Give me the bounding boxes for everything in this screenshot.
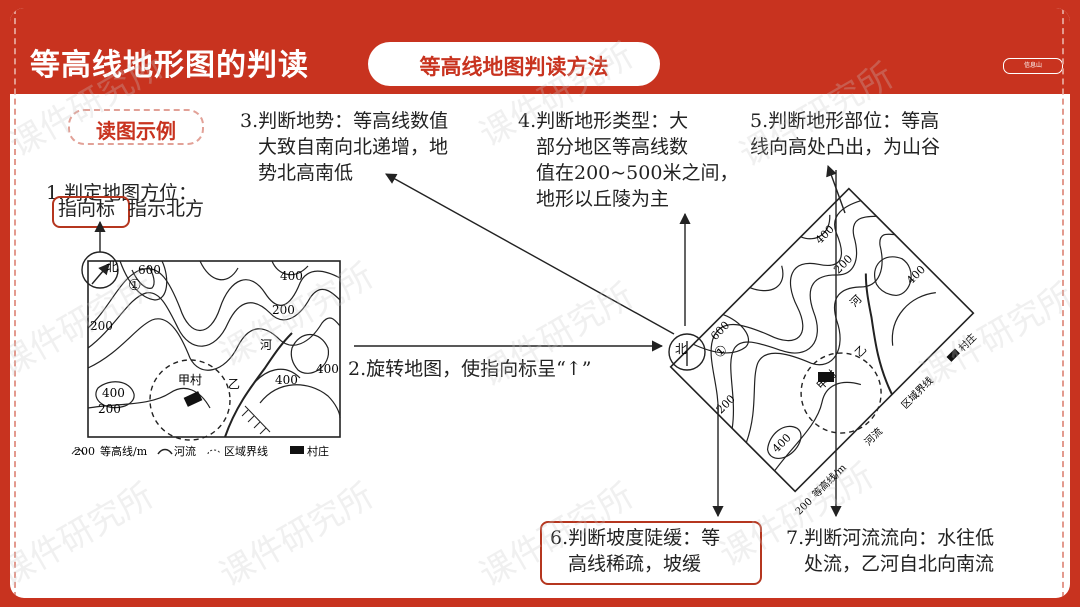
left-map-frame — [87, 260, 341, 438]
region-boundary — [149, 359, 231, 441]
river-line — [224, 332, 293, 438]
example-label-text: 读图示例 — [96, 119, 176, 143]
village-marker — [183, 391, 203, 407]
arrow-step3 — [385, 173, 675, 335]
step3-line3: 势北高南低 — [258, 162, 354, 184]
label-400-b: 400 — [316, 362, 339, 376]
left-stitch — [14, 8, 20, 598]
step7-line2: 处流，乙河自北向南流 — [804, 553, 995, 575]
legend-contour-value: 200 — [74, 445, 95, 458]
label-200-b: 200 — [90, 319, 113, 333]
page-title: 等高线地形图的判读 — [30, 48, 309, 83]
arrows — [94, 164, 846, 518]
example-label: 读图示例 — [68, 109, 204, 145]
label-400-a: 400 — [280, 269, 303, 283]
subtitle: 等高线地图判读方法 — [419, 55, 609, 79]
step4-line2: 部分地区等高线数 — [536, 136, 689, 158]
label-200-c: 200 — [98, 402, 121, 416]
step3-line2: 大致自南向北递增，地 — [258, 136, 449, 158]
r-north-circle — [668, 333, 706, 371]
subtitle-pill: 等高线地图判读方法 — [368, 42, 660, 86]
step2-text: 2.旋转地图，使指向标呈“↑” — [348, 358, 592, 380]
step6-box — [540, 521, 762, 585]
step3-line1: 3.判断地势：等高线数值 — [240, 110, 449, 132]
north-label: 北 — [106, 260, 118, 274]
step1-line1: 1.判定地图方位： — [46, 182, 198, 204]
cliff-hatch — [241, 405, 271, 435]
left-legend: 200 等高线/m 河流 区域界线 村庄 — [71, 444, 329, 458]
r-north-label: 北 — [675, 342, 687, 356]
label-400-d: 400 — [102, 386, 125, 400]
step6-line2: 高线稀疏，坡缓 — [568, 553, 702, 575]
yi-label: 乙 — [228, 377, 240, 391]
step5-line2: 线向高处凸出，为山谷 — [750, 136, 941, 158]
left-map: 北 ① 600 400 200 200 河 400 400 400 200 甲村… — [81, 251, 341, 441]
diagram-graphics: 北 ① 600 400 200 200 河 400 400 400 200 甲村… — [71, 164, 979, 518]
right-map-frame — [669, 187, 975, 493]
step4-line1: 4.判断地形类型：大 — [518, 110, 689, 132]
header-bar: 等高线地形图的判读 等高线地图判读方法 信息山 — [10, 8, 1070, 94]
legend-river: 河流 — [174, 444, 196, 458]
step1-rest: 指示北方 — [128, 198, 205, 220]
legend-village: 村庄 — [307, 444, 329, 458]
village-label: 甲村 — [178, 373, 202, 387]
step6-line1: 6.判断坡度陡缓：等 — [550, 527, 721, 549]
right-stitch — [1062, 8, 1068, 598]
legend-contour-text: 等高线/m — [100, 444, 148, 458]
north-arrow-icon — [91, 263, 110, 285]
river-label: 河 — [260, 338, 272, 352]
step4-line4: 地形以丘陵为主 — [536, 188, 670, 210]
r-legend-river: 河流 — [862, 425, 885, 448]
left-contours — [87, 260, 341, 419]
label-400-c: 400 — [275, 373, 298, 387]
legend-boundary: 区域界线 — [224, 444, 268, 458]
step7-line1: 7.判断河流流向：水往低 — [786, 527, 995, 549]
label-200-a: 200 — [272, 303, 295, 317]
step5-line1: 5.判断地形部位：等高 — [750, 110, 940, 132]
marker-1: ① — [128, 276, 141, 294]
r-village-marker — [818, 372, 834, 382]
step1-keyword: 指向标 — [58, 198, 116, 220]
label-600: 600 — [138, 263, 161, 277]
step1-highlight-box — [52, 196, 130, 228]
slide: 等高线地形图的判读 等高线地图判读方法 信息山 读图示例 1.判定地图方位： 指… — [10, 8, 1070, 598]
step4-line3: 值在200~500米之间， — [536, 162, 739, 184]
